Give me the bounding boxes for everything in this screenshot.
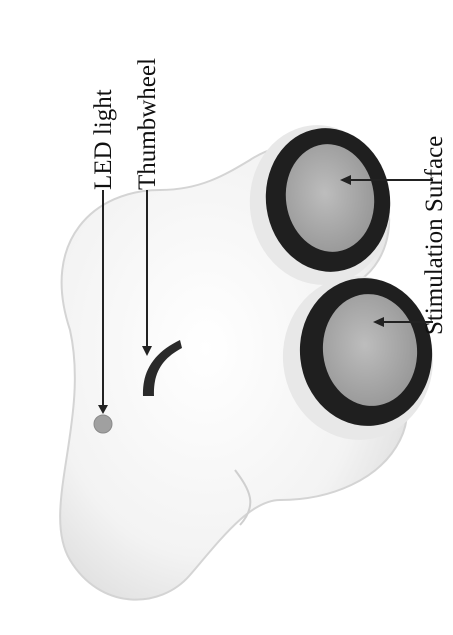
label-led-light: LED light [91, 89, 116, 190]
label-stimulation-surface: Stimulation Surface [422, 136, 447, 335]
label-thumbwheel: Thumbwheel [135, 58, 160, 190]
led-light [94, 415, 112, 433]
